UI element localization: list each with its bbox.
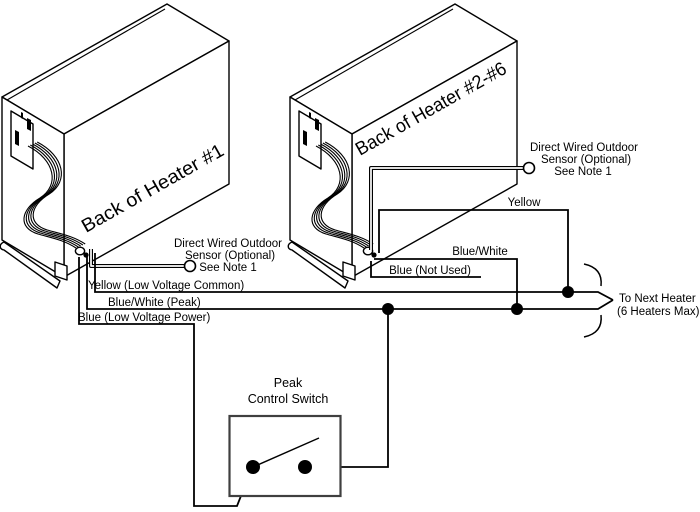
wire-bluewhite-bus [86,255,614,310]
wire-blue-not-used [370,261,481,278]
switch-label-line2: Control Switch [248,392,329,406]
sensor1-label-line3: See Note 1 [199,262,257,274]
sensor2-label-line3: See Note 1 [554,166,612,178]
switch-lever [252,437,320,468]
sensor2-label: Direct Wired Outdoor Sensor (Optional) S… [530,142,638,178]
junction-dot [562,286,574,298]
to-next-heater-brace-icon [583,263,602,338]
switch-terminal-right [298,460,312,474]
wire-blue-power [78,257,253,507]
sensor1-label-line2: Sensor (Optional) [185,250,275,262]
switch-terminal-left [246,460,260,474]
junction-dot [511,303,523,315]
sensor2-label-line1: Direct Wired Outdoor [530,142,638,154]
sensor1-wire [89,249,185,268]
next-heater-label-line2: (6 Heaters Max) [617,306,700,318]
wire-bluewhite-heater2 [374,258,518,309]
sensor1-circle-icon [183,259,197,273]
blue-not-used-label: Blue (Not Used) [389,265,471,277]
bluewhite-short-label: Blue/White [452,246,508,258]
switch-label-line1: Peak [274,376,303,390]
to-next-heater-label: To Next Heater (6 Heaters Max) [617,293,700,318]
sensor2-circle-icon [522,161,536,175]
blue-power-label: Blue (Low Voltage Power) [78,312,210,324]
peak-control-switch-box [228,414,342,498]
junction-dot [382,303,394,315]
sensor1-label: Direct Wired Outdoor Sensor (Optional) S… [174,238,282,274]
bluewhite-peak-label: Blue/White (Peak) [108,297,201,309]
wire-yellow-heater2 [378,209,569,292]
yellow-short-label: Yellow [508,197,542,209]
yellow-common-label: Yellow (Low Voltage Common) [88,280,244,292]
next-heater-label-line1: To Next Heater [619,293,696,305]
sensor2-label-line2: Sensor (Optional) [541,154,631,166]
peak-control-switch-label: Peak Control Switch [248,376,329,406]
sensor1-label-line1: Direct Wired Outdoor [174,238,282,250]
sensor2-wire [369,166,524,250]
wire-yellow-bus [94,253,614,301]
